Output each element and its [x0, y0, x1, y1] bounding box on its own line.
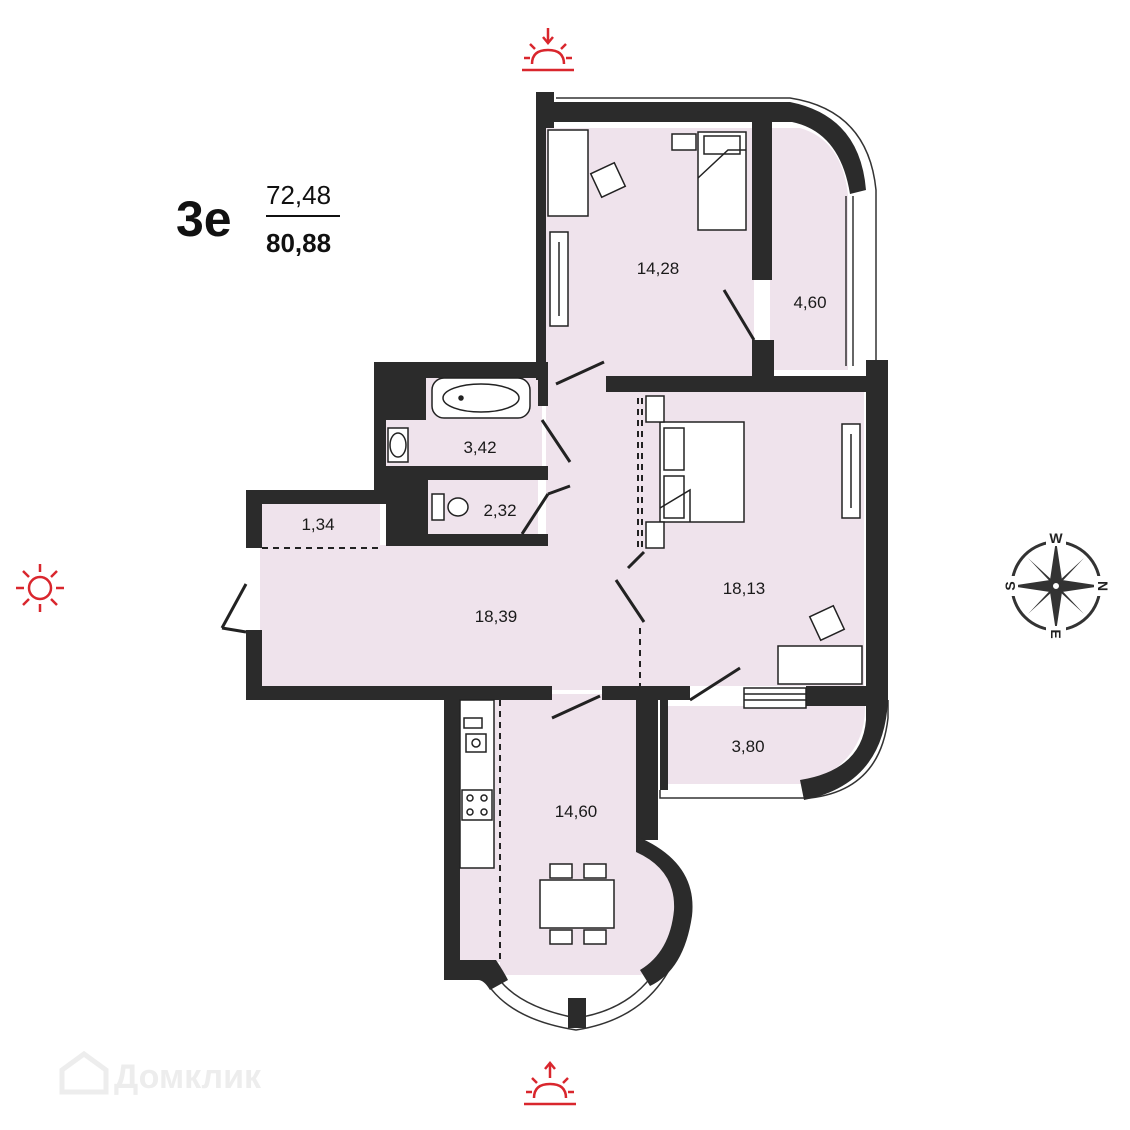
total-area-value: 80,88: [266, 228, 331, 258]
area-bathroom: 3,42: [463, 438, 496, 457]
area-bedroom-right: 18,13: [723, 579, 766, 598]
chair-top: [589, 161, 627, 199]
compass-w: W: [1049, 530, 1063, 546]
doors: [220, 289, 756, 720]
dashed-openings: [262, 398, 643, 960]
domclick-watermark: Домклик: [59, 1050, 262, 1096]
compass-s: S: [1002, 581, 1018, 590]
room-kitchen-fill: [460, 694, 684, 975]
domclick-logo-icon: [59, 1050, 109, 1095]
compass-rose-icon: W E S N: [1000, 530, 1112, 642]
apartment-type-label: 3е: [176, 191, 232, 247]
toilet-bowl-tank: [431, 493, 445, 521]
apartment-title: 3е 72,48 80,88: [176, 180, 340, 258]
living-area-value: 72,48: [266, 180, 331, 210]
room-labels: 14,28 4,60 3,42 2,32 1,34 18,39 18,13 3,…: [301, 259, 826, 821]
area-kitchen: 14,60: [555, 802, 598, 821]
room-balcony-top-fill: [770, 128, 848, 370]
room-balcony-bottom-fill: [660, 706, 866, 784]
sunset-icon: [524, 1061, 576, 1106]
desk-top: [547, 129, 589, 217]
area-storage: 1,34: [301, 515, 334, 534]
dining-table: [539, 879, 615, 929]
chair-right: [808, 604, 846, 642]
area-bedroom-top: 14,28: [637, 259, 680, 278]
room-toilet-fill: [428, 480, 538, 536]
furniture: [387, 129, 863, 945]
sun-icon: [16, 564, 64, 612]
room-hall-fill: [260, 378, 640, 690]
compass-n: N: [1095, 581, 1111, 591]
area-balcony-top: 4,60: [793, 293, 826, 312]
compass-e: E: [1048, 629, 1064, 638]
area-toilet: 2,32: [483, 501, 516, 520]
room-storage-fill: [260, 502, 380, 548]
area-hall: 18,39: [475, 607, 518, 626]
desk-right: [777, 645, 863, 685]
sunrise-icon: [522, 28, 574, 72]
watermark-text: Домклик: [114, 1058, 262, 1096]
walls: [246, 92, 888, 1028]
area-balcony-bottom: 3,80: [731, 737, 764, 756]
